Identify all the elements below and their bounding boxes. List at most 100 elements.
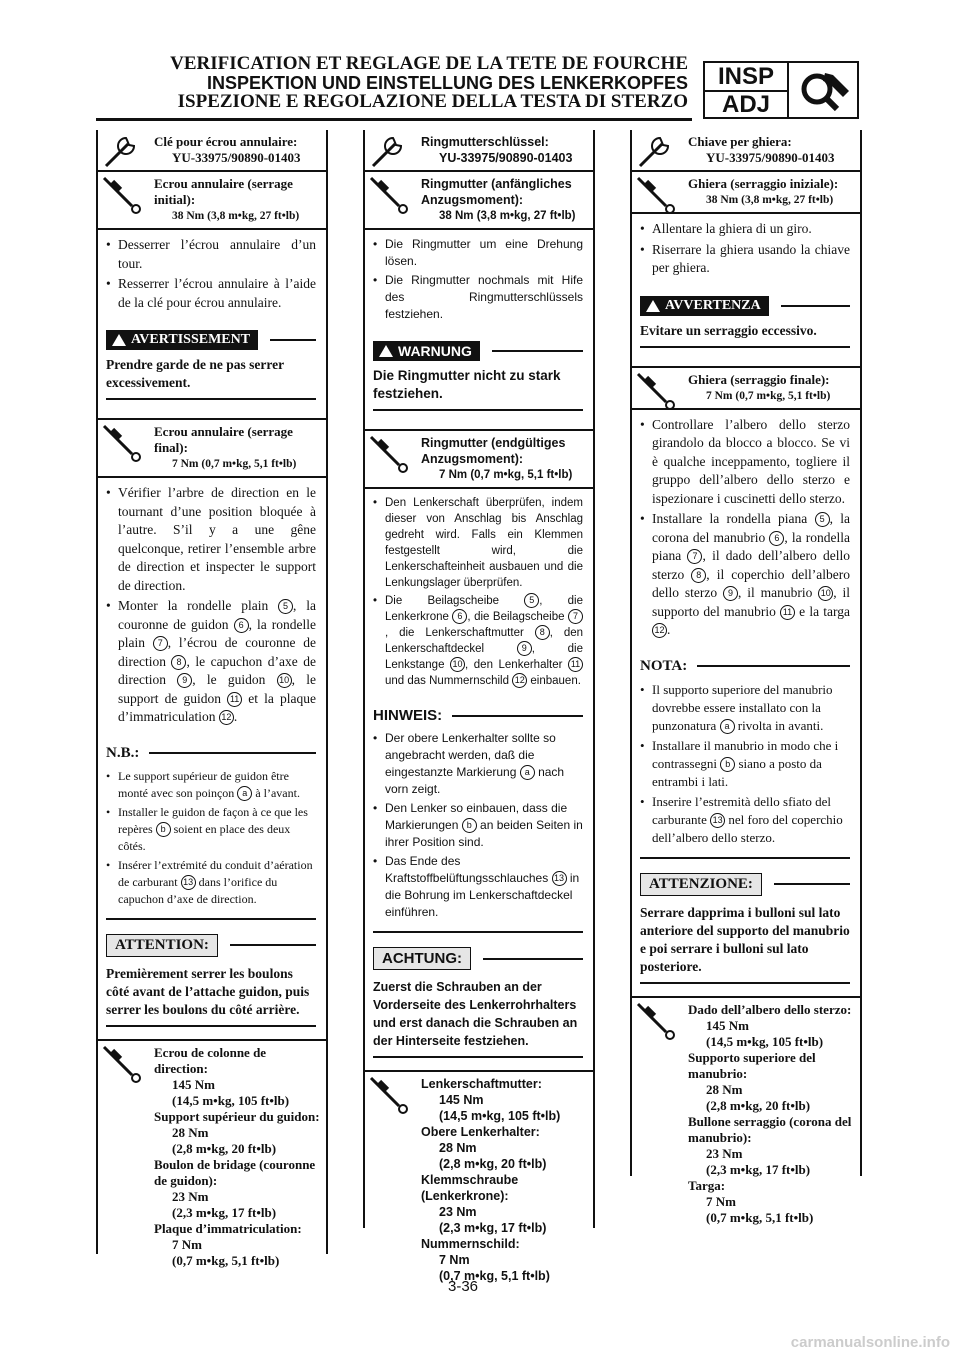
title-german: INSPEKTION UND EINSTELLUNG DES LENKERKOP…	[206, 73, 688, 93]
ref-7: 7	[568, 609, 584, 625]
ref-a: a	[719, 719, 735, 735]
ref-8: 8	[534, 625, 550, 641]
wrench-icon	[104, 136, 136, 168]
warning-box: WARNUNG Die Ringmutter nicht zu stark fe…	[365, 331, 593, 415]
steps-loosen: •Die Ringmutter um eine Drehung lösen. •…	[373, 237, 583, 321]
tool-part-number: YU-33975/90890-01403	[172, 150, 301, 165]
torque-wrench-icon	[102, 1045, 141, 1083]
note-box: NOTA: •Il supporto superiore del manubri…	[632, 648, 860, 857]
tool-title: Chiave per ghiera:	[688, 134, 792, 149]
torque-wrench-icon	[369, 435, 408, 473]
note-label: N.B.:	[106, 744, 140, 761]
step-text: Controllare l’albero dello sterzo girand…	[652, 416, 850, 506]
ref-5: 5	[278, 599, 294, 615]
caution-box: ACHTUNG: Zuerst die Schrauben an der Vor…	[365, 933, 593, 1062]
insp-adj-badge: INSP ADJ	[703, 61, 859, 119]
page-header: VERIFICATION ET REGLAGE DE LA TETE DE FO…	[0, 0, 960, 121]
ref-7: 7	[687, 549, 703, 565]
ref-9: 9	[722, 586, 738, 602]
ref-13: 13	[180, 875, 196, 891]
watermark: carmanualsonline.info	[790, 1334, 950, 1351]
torque-spec-list: Ecrou de colonne de direction:145 Nm(14,…	[98, 1041, 326, 1273]
ref-6: 6	[233, 617, 249, 633]
steps-loosen: •Desserrer l’écrou annulaire d’un tour. …	[106, 237, 316, 310]
warning-label: AVERTISSEMENT	[131, 332, 251, 347]
ref-11: 11	[227, 691, 243, 707]
torque-value: 7 Nm (0,7 m•kg, 5,1 ft•lb)	[172, 458, 297, 470]
step-text: Den Lenkerschaft überprüfen, indem diese…	[385, 497, 583, 589]
wrench-icon	[371, 136, 403, 168]
steps-check-install: •Den Lenkerschaft überprüfen, indem dies…	[373, 497, 584, 689]
ref-b: b	[720, 757, 736, 773]
wrench-icon	[638, 136, 670, 168]
header-rule	[96, 118, 692, 121]
torque-wrench-icon	[369, 1076, 408, 1114]
torque-wrench-icon	[636, 176, 675, 214]
ref-12: 12	[512, 673, 528, 689]
badge-insp: INSP	[705, 63, 789, 92]
tool-spec: Ringmutterschlüssel:YU-33975/90890-01403	[365, 130, 593, 172]
wrench-magnifier-icon	[801, 73, 849, 112]
torque-spec-final: Ghiera (serraggio finale):7 Nm (0,7 m•kg…	[632, 368, 860, 410]
ref-8: 8	[171, 654, 187, 670]
ref-11: 11	[780, 604, 795, 620]
note-box: HINWEIS: •Der obere Lenkerhalter sollte …	[373, 707, 583, 919]
steps-loosen: •Allentare la ghiera di un giro. •Riserr…	[640, 221, 850, 275]
ref-12: 12	[652, 623, 667, 639]
warning-triangle-icon	[646, 299, 660, 312]
step-text: Vérifier l’arbre de direction en le tour…	[118, 485, 316, 593]
torque-wrench-icon	[369, 176, 408, 214]
torque-value: 38 Nm (3,8 m•kg, 27 ft•lb)	[172, 210, 300, 222]
warning-label: WARNUNG	[398, 343, 472, 359]
ref-6: 6	[452, 609, 468, 625]
caution-text: Serrare dapprima i bulloni sul lato ante…	[640, 904, 850, 984]
ref-b: b	[155, 822, 171, 838]
warning-text: Die Ringmutter nicht zu stark festziehen…	[373, 367, 583, 411]
caution-label: ACHTUNG:	[373, 947, 471, 970]
title-french: VERIFICATION ET REGLAGE DE LA TETE DE FO…	[170, 53, 688, 74]
caution-text: Premièrement serrer les boulons côté ava…	[106, 965, 316, 1027]
torque-value: 38 Nm (3,8 m•kg, 27 ft•lb)	[439, 210, 576, 222]
ref-8: 8	[691, 567, 707, 583]
ref-13: 13	[551, 871, 567, 887]
step-text: Desserrer l’écrou annulaire d’un tour.	[118, 237, 316, 271]
column-french: Clé pour écrou annulaire:YU-33975/90890-…	[96, 130, 328, 1268]
ref-5: 5	[524, 593, 540, 609]
ref-5: 5	[814, 512, 830, 528]
step-text: Die Ringmutter nochmals mit Hife des Rin…	[385, 273, 583, 321]
torque-spec-final: Ecrou annulaire (serrage final): 7 Nm (0,…	[98, 420, 326, 478]
tool-part-number: YU-33975/90890-01403	[439, 151, 573, 165]
ref-6: 6	[769, 530, 785, 546]
column-german: Ringmutterschlüssel:YU-33975/90890-01403…	[363, 130, 595, 1283]
ref-10: 10	[818, 586, 834, 602]
warning-box: AVERTISSEMENT Prendre garde de ne pas se…	[98, 320, 326, 404]
step-text: Resserrer l’écrou annulaire à l’aide de …	[118, 276, 316, 310]
note-label: NOTA:	[640, 657, 688, 674]
steps-check-install: •Vérifier l’arbre de direction en le tou…	[106, 485, 317, 726]
ref-11: 11	[568, 657, 583, 673]
step-text: Die Ringmutter um eine Drehung lösen.	[385, 237, 583, 268]
torque-wrench-icon	[102, 176, 141, 214]
ref-13: 13	[710, 813, 726, 829]
tool-title: Clé pour écrou annulaire:	[154, 134, 298, 149]
torque-wrench-icon	[636, 1002, 675, 1040]
ref-10: 10	[276, 673, 292, 689]
caution-box: ATTENTION: Premièrement serrer les boulo…	[98, 920, 326, 1031]
caution-label: ATTENZIONE:	[640, 872, 762, 896]
torque-name: Ecrou annulaire (serrage final):	[154, 424, 293, 455]
torque-name: Ringmutter (anfängliches Anzugsmoment):	[421, 177, 572, 207]
badge-adj: ADJ	[705, 91, 789, 118]
torque-name: Ecrou annulaire (serrage initial):	[154, 176, 293, 207]
torque-wrench-icon	[636, 372, 675, 410]
ref-a: a	[237, 786, 253, 802]
tool-spec: Chiave per ghiera:YU-33975/90890-01403	[632, 130, 860, 172]
ref-b: b	[461, 818, 477, 834]
torque-spec-final: Ringmutter (endgültiges Anzugsmoment):7 …	[365, 431, 593, 489]
ref-9: 9	[177, 673, 193, 689]
ref-a: a	[519, 765, 535, 781]
torque-value: 7 Nm (0,7 m•kg, 5,1 ft•lb)	[706, 389, 831, 402]
warning-triangle-icon	[379, 345, 393, 357]
warning-text: Prendre garde de ne pas serrer excessive…	[106, 356, 316, 400]
ref-9: 9	[516, 641, 532, 657]
title-italian: ISPEZIONE E REGOLAZIONE DELLA TESTA DI S…	[177, 91, 688, 112]
